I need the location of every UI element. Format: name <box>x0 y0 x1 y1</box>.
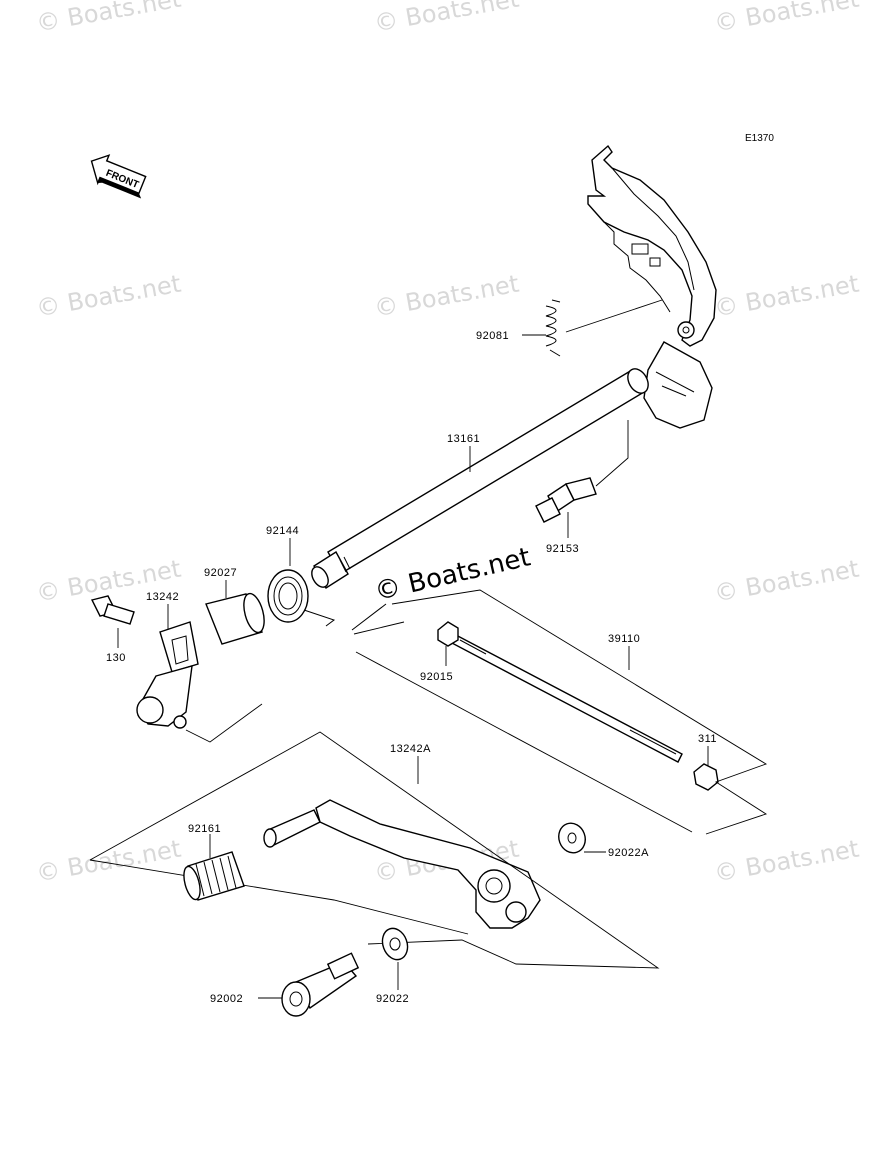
label-92015: 92015 <box>420 671 453 683</box>
label-92027: 92027 <box>204 567 237 579</box>
front-arrow-icon: FRONT <box>90 154 147 199</box>
shift-pedal <box>89 731 660 969</box>
pedal-bolt <box>281 952 360 1017</box>
diagram-ref: E1370 <box>745 133 774 144</box>
label-13161: 13161 <box>447 433 480 445</box>
label-13242a: 13242A <box>390 743 431 755</box>
collar <box>205 592 265 645</box>
label-92081: 92081 <box>476 330 509 342</box>
label-130: 130 <box>106 652 126 664</box>
label-92022: 92022 <box>376 993 409 1005</box>
label-92161: 92161 <box>188 823 221 835</box>
washer-92022 <box>381 927 409 961</box>
leader-lines <box>117 334 709 999</box>
tie-rod <box>353 589 768 835</box>
stopper-bolt <box>535 420 629 523</box>
shift-shaft <box>311 368 649 589</box>
pinch-bolt <box>90 595 135 625</box>
pedal-rubber <box>183 851 245 901</box>
label-92022a: 92022A <box>608 847 649 859</box>
torsion-spring <box>267 569 387 631</box>
shift-lever <box>136 621 263 743</box>
label-311: 311 <box>698 733 717 745</box>
label-13242: 13242 <box>146 591 179 603</box>
label-92144: 92144 <box>266 525 299 537</box>
washer-92022a <box>558 822 586 854</box>
label-92002: 92002 <box>210 993 243 1005</box>
label-92153: 92153 <box>546 543 579 555</box>
label-39110: 39110 <box>608 633 640 645</box>
return-spring <box>545 299 663 357</box>
